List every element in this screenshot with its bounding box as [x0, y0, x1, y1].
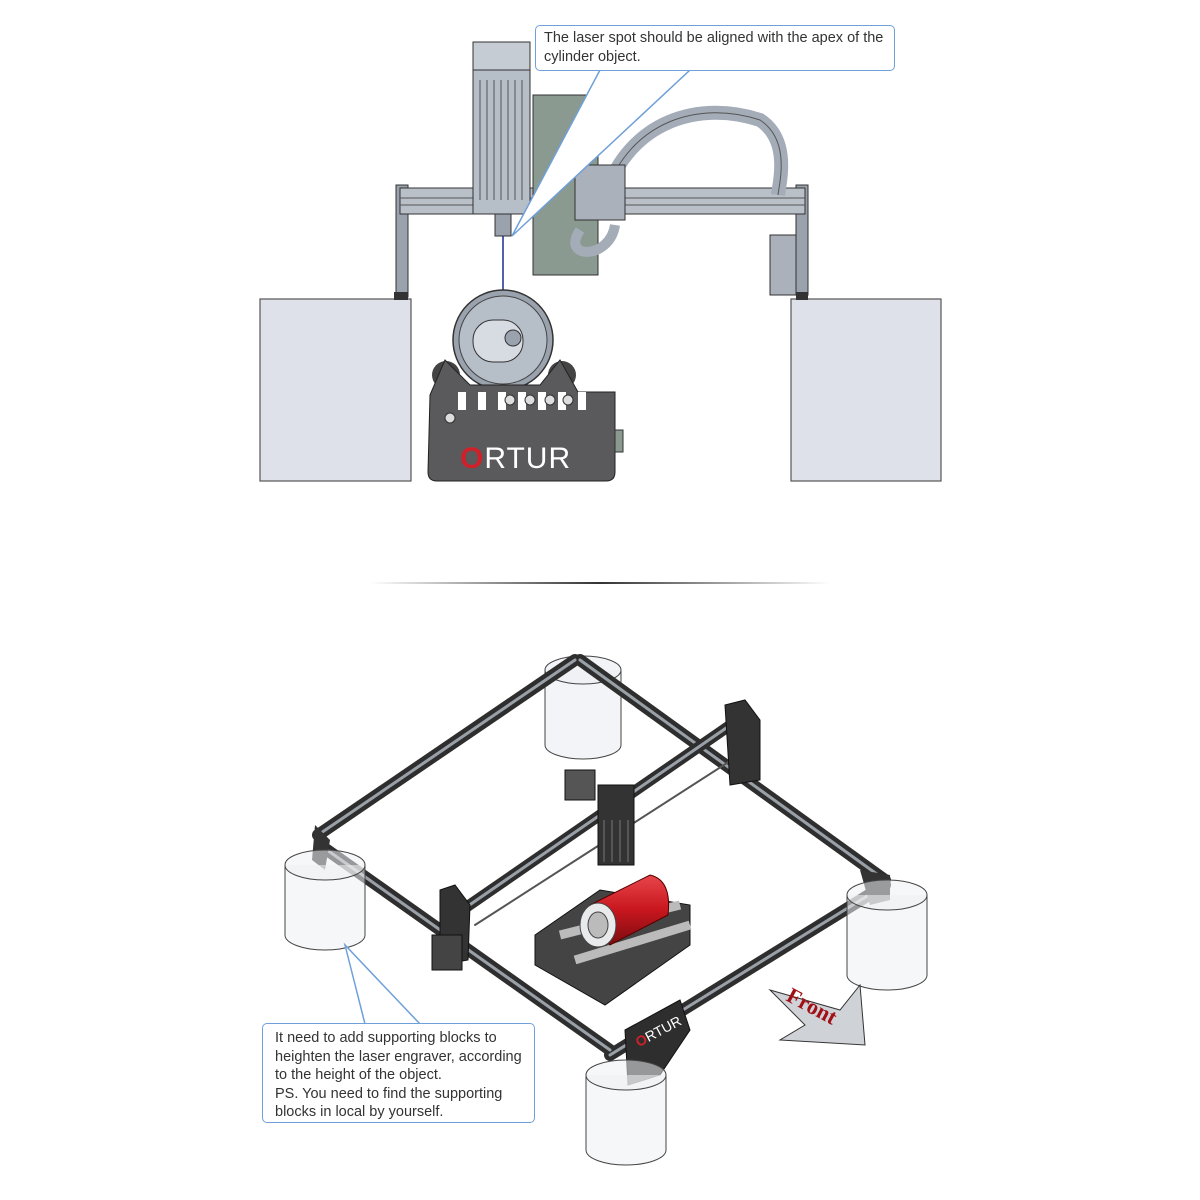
callout-pointer-bottom	[343, 942, 422, 1025]
support-block-front	[585, 1059, 667, 1166]
bottom-isometric-view: ORTUR Front	[284, 654, 928, 1166]
support-blocks-callout: It need to add supporting blocks to heig…	[262, 1023, 535, 1123]
callout-line: It need to add supporting blocks to	[275, 1030, 497, 1046]
alignment-callout: The laser spot should be aligned with th…	[535, 25, 895, 71]
support-block-right	[846, 879, 928, 991]
rotary-roller: ORTUR	[427, 359, 624, 482]
callout-line: to the height of the object.	[275, 1067, 442, 1083]
callout-line: blocks in local by yourself.	[275, 1104, 444, 1120]
laser-head	[597, 784, 635, 866]
rotary-logo: ORTUR	[460, 442, 571, 475]
top-front-view: ORTUR	[259, 41, 942, 482]
front-arrow-icon: Front	[768, 982, 866, 1046]
support-block-left	[284, 849, 366, 951]
callout-line: PS. You need to find the supporting	[275, 1085, 503, 1102]
section-divider	[370, 582, 830, 584]
support-block-left	[259, 298, 412, 482]
rotary-with-can	[534, 874, 692, 1006]
callout-line: heighten the laser engraver, according	[275, 1048, 522, 1065]
support-block-right	[790, 298, 942, 482]
